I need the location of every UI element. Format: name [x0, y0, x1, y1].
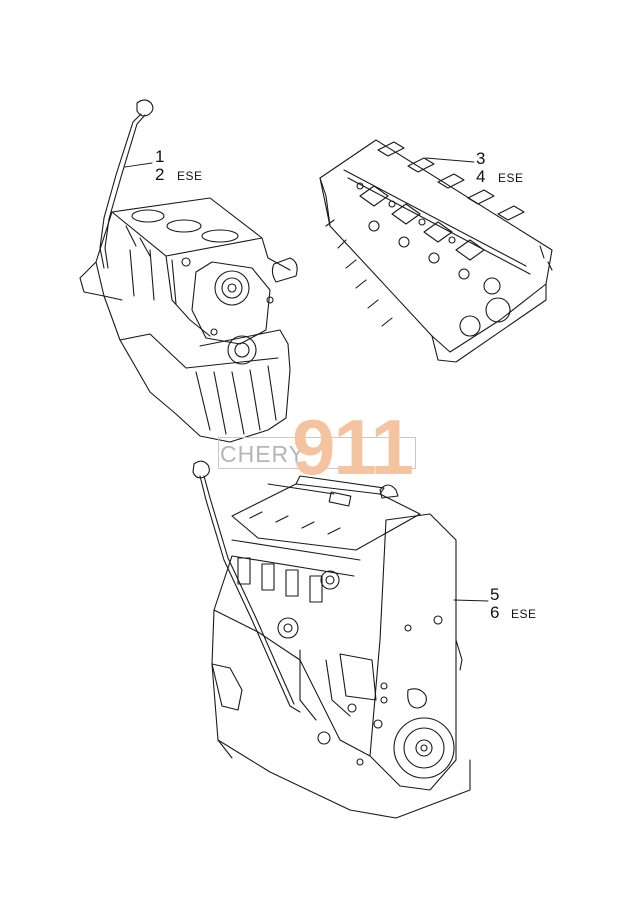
- leader-line-engine-top: [267, 483, 335, 495]
- leader-lines: [124, 157, 489, 602]
- callout-1: 1: [155, 147, 165, 166]
- watermark-brand: CHERY: [220, 441, 306, 467]
- complete-engine-illustration: [192, 460, 471, 819]
- callout-3: 3: [476, 149, 486, 168]
- callout-4: 4: [476, 167, 486, 186]
- callout-2: 2: [155, 165, 165, 184]
- callout-5: 5: [490, 585, 500, 604]
- cylinder-head-illustration: [319, 139, 553, 363]
- leader-line-3: [425, 157, 475, 163]
- leader-line-1: [124, 162, 153, 168]
- leader-line-5: [453, 599, 489, 602]
- watermark-frame: [218, 437, 416, 469]
- callout-6: 6: [490, 603, 500, 622]
- callout-2-suffix: ESE: [177, 169, 203, 183]
- callout-4-suffix: ESE: [498, 171, 524, 185]
- short-block-illustration: [79, 99, 298, 443]
- callout-6-suffix: ESE: [511, 607, 537, 621]
- watermark-number: 911: [292, 403, 414, 491]
